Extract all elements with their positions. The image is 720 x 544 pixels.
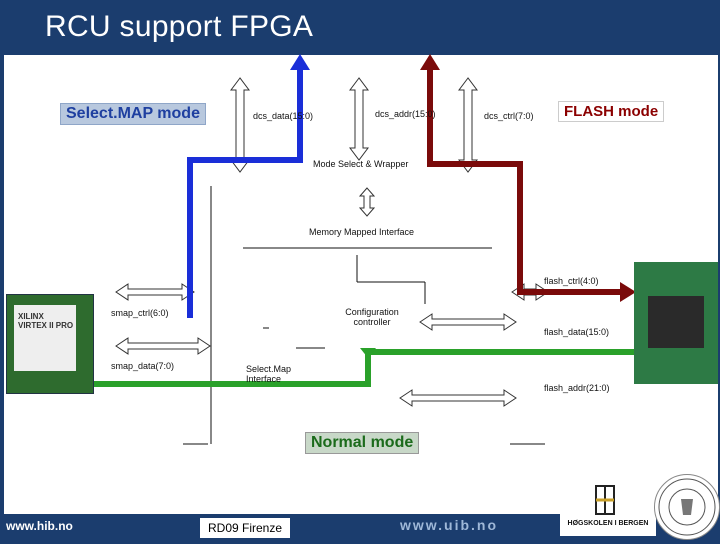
config-controller-label: Configuration controller [345,307,399,327]
hib-logo: HØGSKOLEN I BERGEN [560,482,656,536]
memory-interface-label: Memory Mapped Interface [309,227,415,237]
flash-data-label: flash_data(15:0) [544,327,610,337]
fpga-chip-label: XILINX VIRTEX II PRO [18,312,74,330]
flash-addr-label: flash_addr(21:0) [544,383,610,393]
wrapper-arrow [358,187,376,217]
normal-path [92,349,636,387]
normal-mode-label: Normal mode [305,432,420,454]
uib-seal-icon [654,474,720,540]
uib-seal-graphic [658,478,716,536]
flash-arrowhead-right [620,282,636,302]
selectmap-interface-label: Select.Map Interface [246,364,292,384]
footer-event: RD09 Firenze [200,518,290,538]
dcs-ctrl-label: dcs_ctrl(7:0) [484,111,534,121]
flash-mode-label: FLASH mode [558,101,665,122]
flash-path [427,66,620,295]
dcs-data-label: dcs_data(15:0) [253,111,314,121]
smap-data-label: smap_data(7:0) [111,361,175,371]
dcs-data-arrow [230,77,250,173]
smap-ctrl-arrow [115,283,195,301]
normal-junction [360,348,376,358]
selectmap-arrowhead [290,54,310,70]
flash-arrowhead-up [420,54,440,70]
flash-addr-arrow [399,389,517,407]
flash-data-arrow [419,313,517,331]
selectmap-path [187,66,303,318]
fpga-chip-package [14,305,76,371]
selectmap-mode-label: Select.MAP mode [60,103,206,125]
dcs-ctrl-arrow [458,77,478,173]
footer-hib-url[interactable]: www.hib.no [6,519,73,533]
dcs-addr-arrow [349,77,369,161]
flash-chip-package [648,296,704,348]
bus-arrows [115,77,549,407]
wrapper-label: Mode Select & Wrapper [313,159,409,169]
dcs-addr-label: dcs_addr(15:0) [375,109,436,119]
smap-data-arrow [115,337,211,355]
hib-logo-icon [595,485,615,515]
hib-logo-text: HØGSKOLEN I BERGEN [567,520,649,527]
footer-uib-url[interactable]: www.uib.no [400,517,499,533]
structure-lines [183,186,545,445]
smap-ctrl-label: smap_ctrl(6:0) [111,308,169,318]
flash-ctrl-label: flash_ctrl(4:0) [544,276,599,286]
page-title: RCU support FPGA [45,10,314,43]
